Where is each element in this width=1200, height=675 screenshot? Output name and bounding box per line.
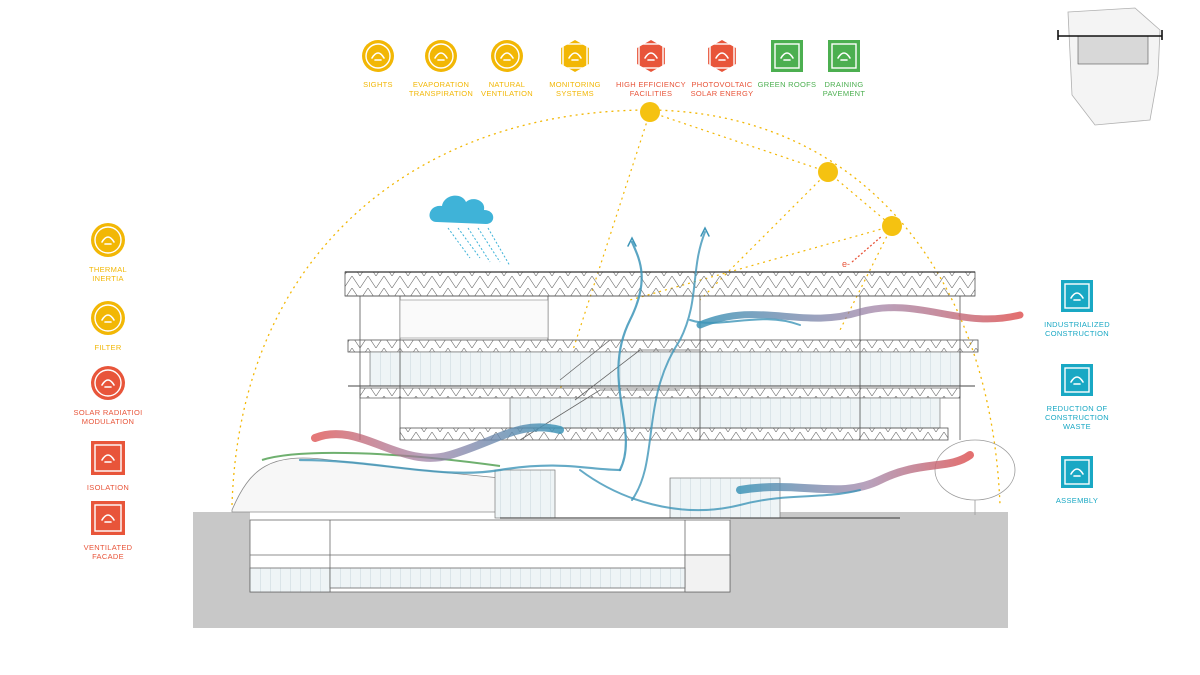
ventilation-icon	[491, 40, 523, 72]
solar-radiation-icon	[91, 366, 125, 400]
thermal-inertia-icon	[91, 223, 125, 257]
sun-icon	[640, 102, 660, 122]
pavement-label: DRAINING PAVEMENT	[822, 80, 866, 98]
solar-panel-icon	[708, 40, 736, 72]
sun-icon	[818, 162, 838, 182]
ventilated-facade-label: VENTILATED FACADE	[83, 543, 133, 561]
ventilation-label: NATURAL VENTILATION	[481, 80, 533, 98]
green-roof-icon	[771, 40, 803, 72]
eye-label: SIGHTS	[363, 80, 393, 89]
ventilated-facade-icon	[91, 501, 125, 535]
green-roof-label: GREEN ROOFS	[757, 80, 817, 89]
efficiency-icon	[637, 40, 665, 72]
efficiency-label: HIGH EFFICIENCY FACILITIES	[616, 80, 686, 98]
isolation-label: ISOLATION	[86, 483, 130, 492]
evaporation-label: EVAPORATION TRANSPIRATION	[408, 80, 474, 98]
monitoring-icon	[561, 40, 589, 72]
monitoring-label: MONITORING SYSTEMS	[549, 80, 601, 98]
waste-bin-label: REDUCTION OF CONSTRUCTION WASTE	[1044, 404, 1109, 431]
green-roof-berm	[231, 457, 501, 513]
filter-icon	[91, 301, 125, 335]
gear-icon	[1061, 280, 1093, 312]
solar-panel-label: PHOTOVOLTAIC SOLAR ENERGY	[690, 80, 754, 98]
tree	[934, 439, 1016, 515]
pavement-icon	[828, 40, 860, 72]
evaporation-icon	[425, 40, 457, 72]
site-plan-thumbnail	[1057, 7, 1163, 126]
eye-icon	[362, 40, 394, 72]
gear-label: INDUSTRIALIZED CONSTRUCTION	[1044, 320, 1110, 338]
rain-cloud-icon	[429, 195, 511, 267]
building-section	[344, 271, 979, 441]
waste-bin-icon	[1061, 364, 1093, 396]
ground-floor	[494, 469, 900, 519]
sun-icon	[882, 216, 902, 236]
electron-label: e-	[842, 259, 850, 269]
assembly-label: ASSEMBLY	[1055, 496, 1099, 505]
filter-label: FILTER	[94, 343, 122, 352]
thermal-inertia-label: THERMAL INERTIA	[89, 265, 127, 283]
solar-radiation-label: SOLAR RADIATIOI MODULATION	[73, 408, 143, 426]
assembly-icon	[1061, 456, 1093, 488]
electron-arrow	[851, 235, 883, 263]
basement	[249, 519, 731, 593]
ground-section	[193, 512, 1008, 628]
air-flows	[298, 226, 1024, 512]
isolation-icon	[91, 441, 125, 475]
